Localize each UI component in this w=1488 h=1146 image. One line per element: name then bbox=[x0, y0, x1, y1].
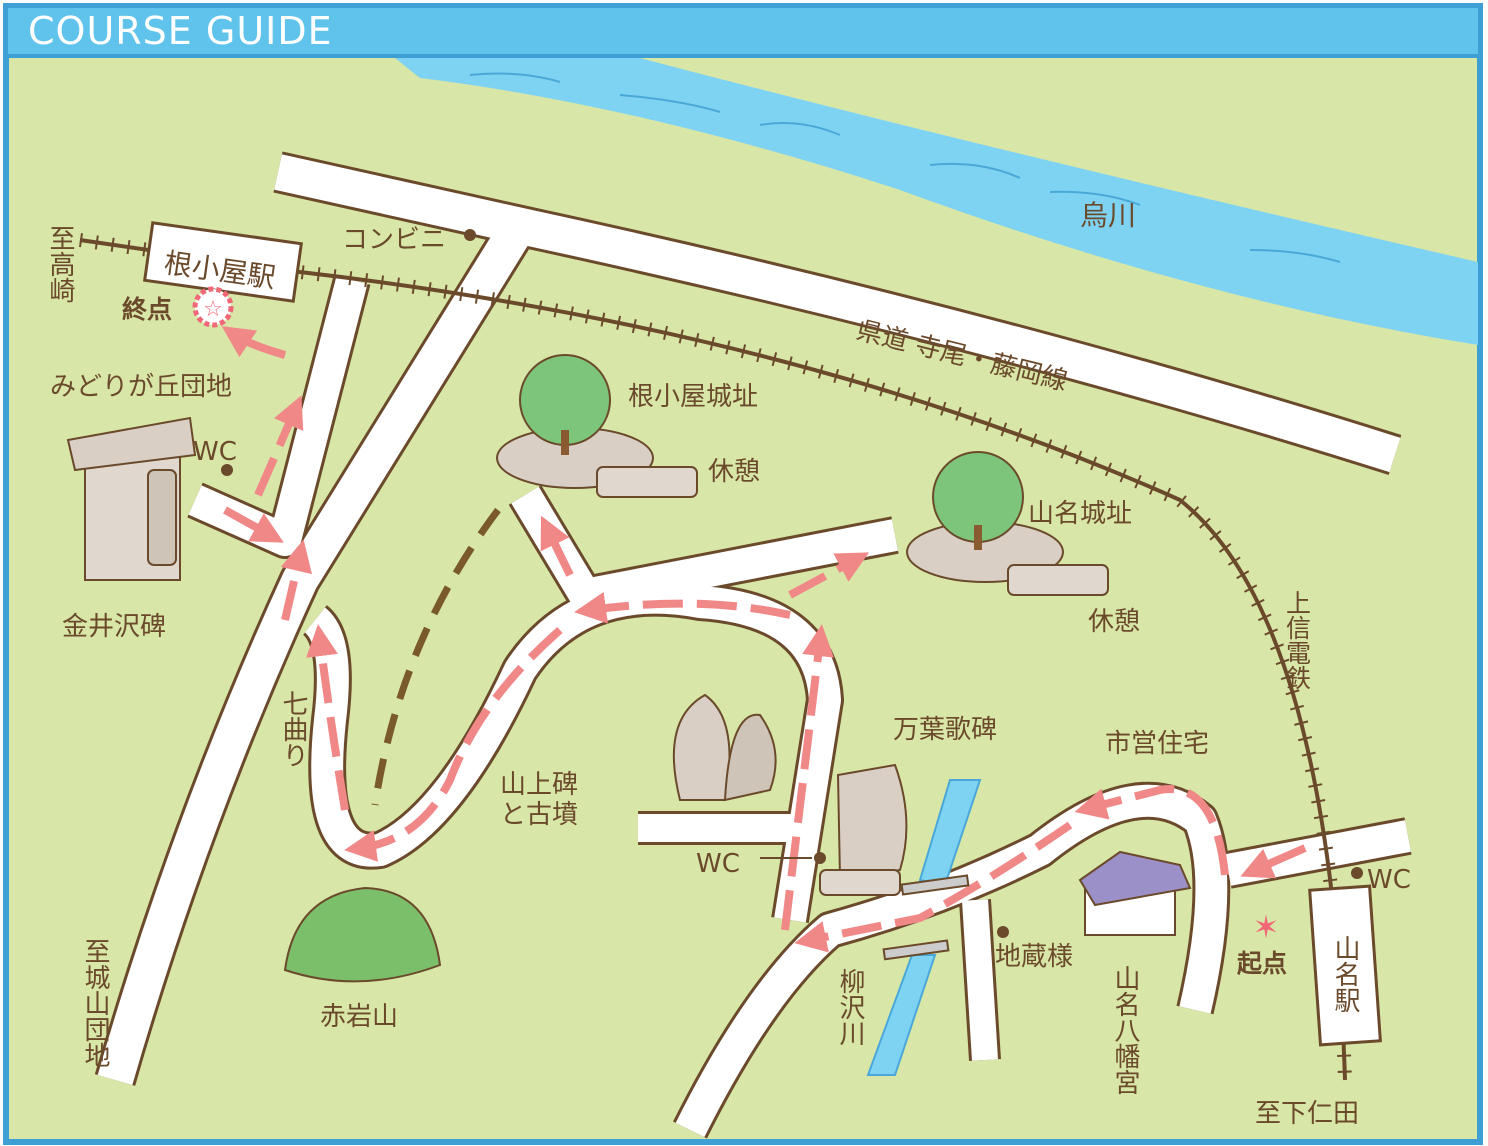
route-arrow bbox=[1074, 785, 1229, 876]
yanagisawa-label: 柳沢川 bbox=[835, 968, 865, 1046]
convenience-label: コンビニ bbox=[342, 225, 446, 255]
bridge bbox=[882, 939, 950, 961]
route-arrow bbox=[574, 591, 791, 624]
akaiwa-mountain-icon bbox=[283, 886, 442, 983]
manyo-label: 万葉歌碑 bbox=[893, 715, 997, 745]
bridge bbox=[900, 874, 970, 896]
route-arrow bbox=[781, 624, 834, 931]
wc-dot bbox=[221, 464, 233, 476]
rest-label-2: 休憩 bbox=[1088, 607, 1140, 637]
jizo-label: 地蔵様 bbox=[995, 942, 1073, 972]
midorigaoka-label: みどりが丘団地 bbox=[50, 372, 232, 402]
railway-line bbox=[79, 238, 1347, 1081]
walking-route bbox=[221, 326, 1307, 953]
nanamagari-label: 七曲り bbox=[278, 690, 308, 768]
hachimangu-label: 山名八幡宮 bbox=[1110, 965, 1140, 1095]
railway-label: 上信電鉄 bbox=[1283, 590, 1312, 690]
route-arrow bbox=[788, 552, 870, 599]
page-title: COURSE GUIDE bbox=[28, 9, 333, 53]
convenience-dot bbox=[464, 229, 476, 241]
negoya-castle-label: 根小屋城址 bbox=[628, 382, 758, 412]
kanaizawa-monument-icon bbox=[66, 416, 197, 581]
route-arrow bbox=[223, 506, 284, 543]
header-bar: COURSE GUIDE bbox=[8, 8, 1478, 58]
goal-marker-icon bbox=[192, 286, 234, 328]
route-arrow bbox=[344, 626, 563, 862]
tree-trunk bbox=[561, 430, 569, 455]
jizo-dot bbox=[997, 926, 1009, 938]
karasu-river bbox=[395, 58, 1478, 345]
rest-bench-1-icon bbox=[596, 466, 698, 498]
rest-bench-2-icon bbox=[1007, 564, 1109, 596]
yamana-castle-label: 山名城址 bbox=[1028, 499, 1132, 529]
to-joyama-label: 至城山団地 bbox=[80, 938, 110, 1068]
route-arrow bbox=[306, 624, 349, 811]
wc-label-center: WC bbox=[696, 849, 740, 879]
wc-dot bbox=[814, 852, 826, 864]
route-arrow bbox=[221, 326, 287, 359]
akaiwa-label: 赤岩山 bbox=[320, 1002, 398, 1032]
wc-label-east: WC bbox=[1367, 865, 1411, 895]
yamana-station-sign bbox=[1308, 884, 1382, 1047]
tree-trunk bbox=[974, 525, 982, 550]
goal-star-icon: ☆ bbox=[203, 297, 223, 322]
start-star-icon: ✶ bbox=[1253, 908, 1280, 946]
kanaizawa-label: 金井沢碑 bbox=[62, 612, 166, 642]
shiei-label: 市営住宅 bbox=[1105, 729, 1209, 759]
hachimangu-shrine-icon bbox=[1078, 850, 1192, 936]
goal-label: 終点 bbox=[122, 295, 172, 324]
map-border bbox=[3, 3, 1483, 1145]
route-arrow bbox=[1240, 844, 1307, 879]
river-karasu-label: 烏川 bbox=[1080, 199, 1136, 232]
route-arrow bbox=[794, 821, 1073, 953]
start-label: 起点 bbox=[1237, 949, 1287, 978]
route-arrow bbox=[254, 395, 304, 497]
manyo-monument-icon bbox=[819, 763, 908, 896]
rest-label-1: 休憩 bbox=[708, 457, 760, 487]
to-shimonita-label: 至下仁田 bbox=[1255, 1099, 1359, 1129]
wc-dot bbox=[1351, 867, 1363, 879]
route-arrow bbox=[280, 539, 312, 621]
yamanoue-monument-icon bbox=[672, 693, 777, 802]
yamana-station-label: 山名駅 bbox=[1330, 935, 1360, 1013]
dashed-trail bbox=[371, 507, 501, 806]
to-takasaki-label: 至高崎 bbox=[45, 225, 75, 303]
wc-label-west: WC bbox=[193, 437, 237, 467]
route-arrow bbox=[540, 515, 574, 577]
yamanoue-label: 山上碑 と古墳 bbox=[500, 770, 579, 830]
river-ripples bbox=[469, 72, 1341, 263]
